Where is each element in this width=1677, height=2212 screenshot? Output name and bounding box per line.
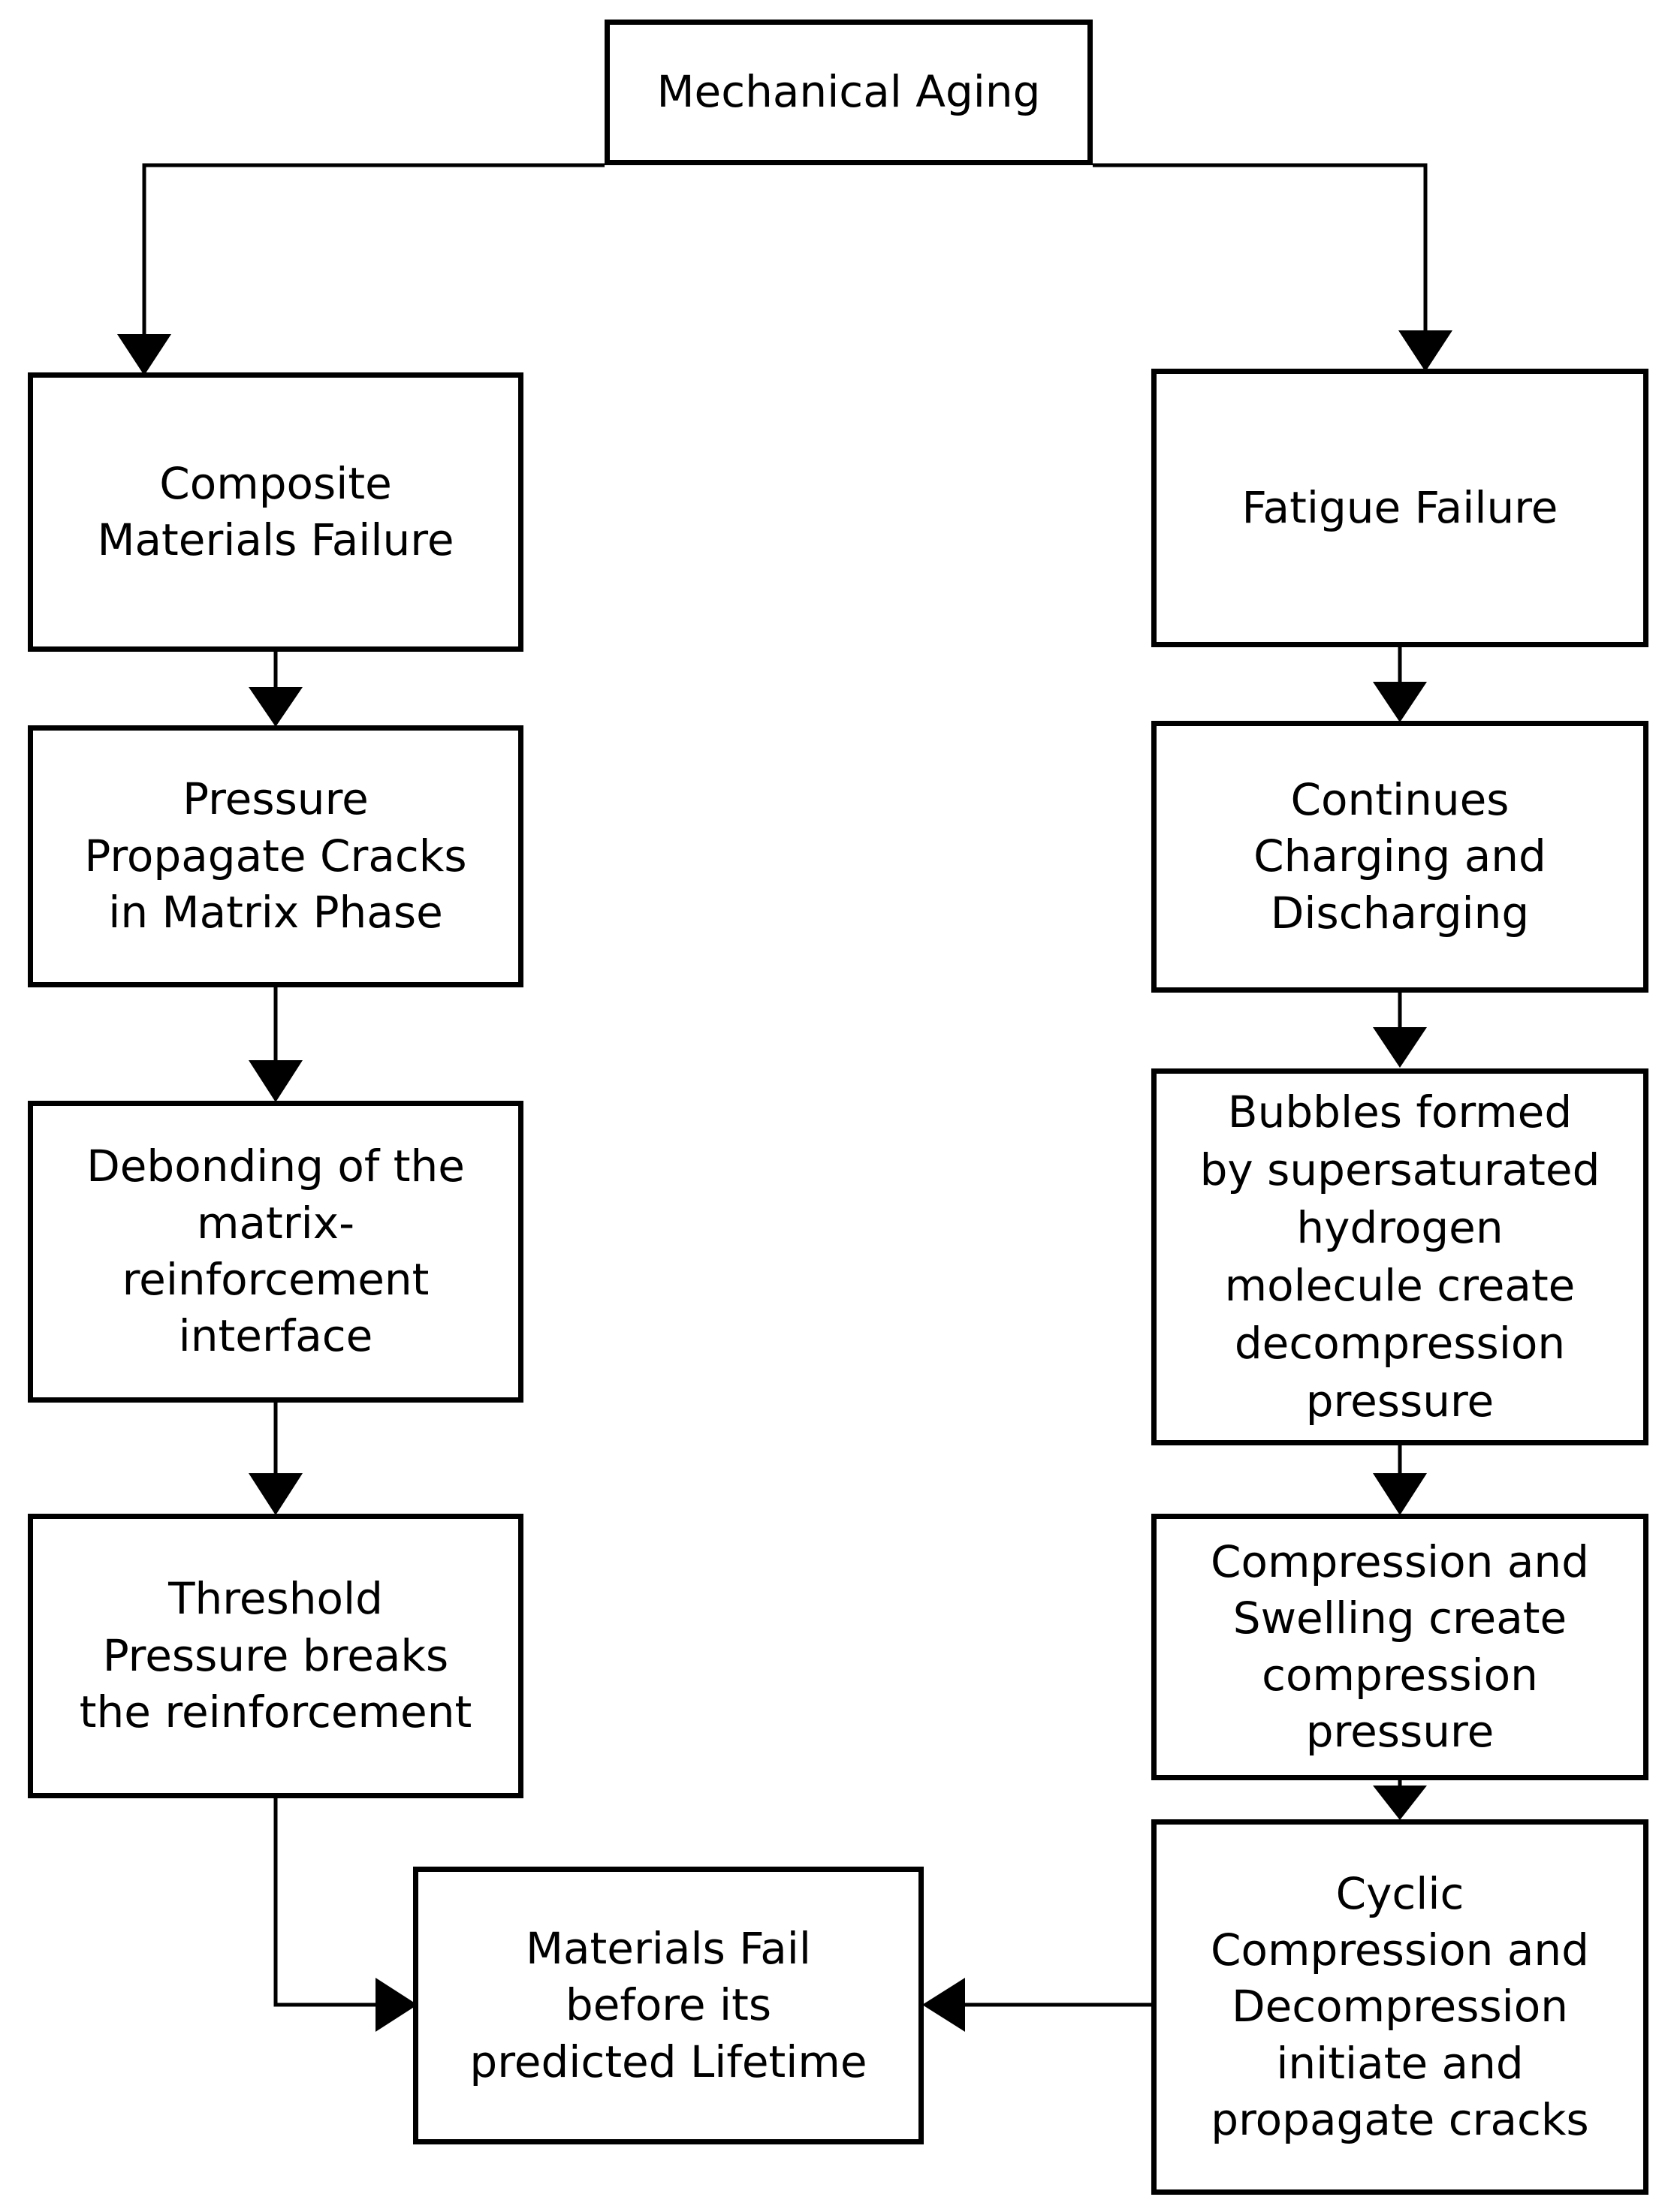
node-label-composite-materials-failure: Composite Materials Failure bbox=[97, 457, 454, 565]
node-label-materials-fail-lifetime: Materials Fail before its predicted Life… bbox=[469, 1922, 867, 2087]
node-debonding-interface[interactable]: Debonding of the matrix- reinforcement i… bbox=[28, 1101, 523, 1403]
node-pressure-propagate-cracks[interactable]: Pressure Propagate Cracks in Matrix Phas… bbox=[28, 725, 523, 987]
node-label-debonding-interface: Debonding of the matrix- reinforcement i… bbox=[86, 1141, 465, 1362]
edge-bubbles-to-compression bbox=[1373, 1445, 1427, 1515]
node-label-cyclic-compression-decompression: Cyclic Compression and Decompression ini… bbox=[1211, 1867, 1589, 2146]
node-materials-fail-lifetime[interactable]: Materials Fail before its predicted Life… bbox=[413, 1867, 924, 2144]
node-label-continues-charging-discharging: Continues Charging and Discharging bbox=[1253, 773, 1546, 939]
node-bubbles-decompression-pressure[interactable]: Bubbles formed by supersaturated hydroge… bbox=[1151, 1068, 1648, 1445]
edge-debonding-to-threshold bbox=[249, 1403, 303, 1515]
edge-threshold-to-materials-fail bbox=[273, 1798, 418, 2032]
node-cyclic-compression-decompression[interactable]: Cyclic Compression and Decompression ini… bbox=[1151, 1819, 1648, 2195]
node-continues-charging-discharging[interactable]: Continues Charging and Discharging bbox=[1151, 721, 1648, 993]
edge-continues-to-bubbles bbox=[1373, 993, 1427, 1068]
node-label-fatigue-failure: Fatigue Failure bbox=[1241, 481, 1558, 533]
node-composite-materials-failure[interactable]: Composite Materials Failure bbox=[28, 372, 523, 652]
node-label-mechanical-aging: Mechanical Aging bbox=[656, 66, 1041, 118]
edge-pressure-to-debonding bbox=[249, 987, 303, 1102]
edge-composite-to-pressure bbox=[249, 652, 303, 727]
node-threshold-pressure-breaks[interactable]: Threshold Pressure breaks the reinforcem… bbox=[28, 1514, 523, 1798]
edge-compression-to-cyclic bbox=[1373, 1780, 1427, 1820]
node-label-bubbles-decompression-pressure: Bubbles formed by supersaturated hydroge… bbox=[1199, 1086, 1600, 1427]
edge-mechanical-aging-to-composite bbox=[117, 163, 605, 375]
node-label-compression-swelling: Compression and Swelling create compress… bbox=[1211, 1535, 1589, 1757]
edge-cyclic-to-materials-fail bbox=[922, 1978, 1153, 2032]
node-label-threshold-pressure-breaks: Threshold Pressure breaks the reinforcem… bbox=[79, 1573, 472, 1738]
node-fatigue-failure[interactable]: Fatigue Failure bbox=[1151, 369, 1648, 647]
edge-mechanical-aging-to-fatigue bbox=[1093, 163, 1452, 372]
node-compression-swelling[interactable]: Compression and Swelling create compress… bbox=[1151, 1514, 1648, 1780]
edge-fatigue-to-continues bbox=[1373, 647, 1427, 722]
node-label-pressure-propagate-cracks: Pressure Propagate Cracks in Matrix Phas… bbox=[84, 773, 467, 939]
node-mechanical-aging[interactable]: Mechanical Aging bbox=[605, 20, 1093, 165]
